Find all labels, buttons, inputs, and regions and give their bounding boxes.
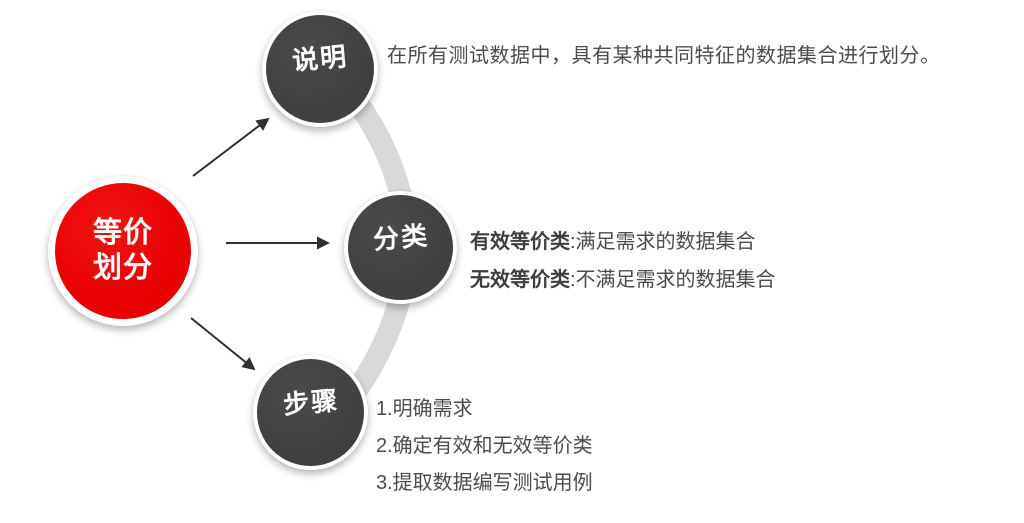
node-classification: 分类 — [344, 191, 457, 304]
arrow-to-description — [192, 117, 270, 177]
root-node-equivalence-partitioning: 等价 划分 — [48, 176, 198, 326]
classification-term-valid: 有效等价类 — [470, 231, 570, 253]
classification-def-invalid: :不满足需求的数据集合 — [570, 269, 776, 291]
root-label-line-1: 等价 — [92, 216, 153, 249]
description-text: 在所有测试数据中，具有某种共同特征的数据集合进行划分。 — [387, 45, 941, 67]
classification-term-invalid: 无效等价类 — [470, 269, 570, 291]
classification-line-valid: 有效等价类:满足需求的数据集合 — [470, 230, 776, 254]
classification-line-invalid: 无效等价类:不满足需求的数据集合 — [470, 268, 776, 292]
root-label-line-2: 划分 — [92, 252, 153, 284]
step-item-1: 1.明确需求 — [376, 398, 473, 420]
node-description-label: 说明 — [290, 41, 350, 76]
node-steps: 步骤 — [253, 355, 368, 470]
steps-text: 1.明确需求 2.确定有效和无效等价类 3.提取数据编写测试用例 — [376, 397, 593, 508]
classification-def-valid: :满足需求的数据集合 — [570, 231, 756, 253]
arrow-to-steps — [190, 317, 256, 371]
step-item-3: 3.提取数据编写测试用例 — [376, 472, 593, 494]
node-steps-label: 步骤 — [281, 384, 340, 420]
step-item-2: 2.确定有效和无效等价类 — [376, 435, 593, 457]
node-classification-label: 分类 — [371, 220, 430, 255]
node-description: 说明 — [262, 11, 378, 127]
classification-text: 有效等价类:满足需求的数据集合 无效等价类:不满足需求的数据集合 — [470, 230, 776, 306]
root-node-label: 等价 划分 — [93, 216, 153, 287]
